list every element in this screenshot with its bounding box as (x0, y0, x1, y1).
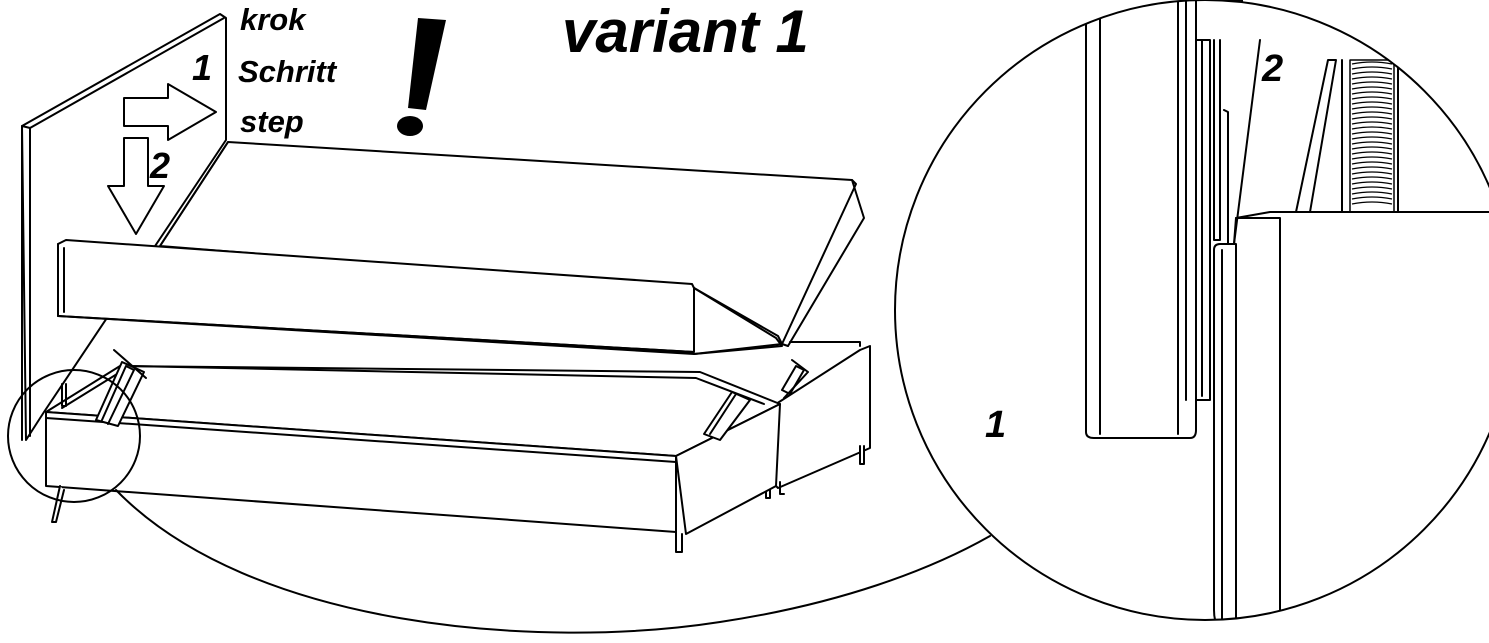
spring-coil-turn (1351, 86, 1393, 90)
spring-coil-turn (1351, 111, 1393, 115)
spring-coil-turn (1351, 141, 1393, 145)
step-label-de: Schritt (238, 54, 337, 89)
base-right (765, 341, 871, 499)
spring-coil-turn (1351, 171, 1393, 175)
spring-coil-turn (1351, 91, 1393, 95)
detail-connector (115, 489, 991, 634)
arrow-step2-left (107, 137, 165, 235)
step2-number-zoom: 2 (1262, 48, 1284, 90)
spring-coil-turn (1351, 106, 1393, 110)
spring-coil-turn (1351, 81, 1393, 85)
spring-coil-turn (1351, 76, 1393, 80)
arrow-step1-left (123, 83, 217, 141)
spring-coil-turn (1351, 96, 1393, 100)
spring-coil-turn (1351, 66, 1393, 70)
spring-coil-turn (1351, 191, 1393, 195)
lift-mechanism-right (781, 359, 809, 399)
exclamation-mark (397, 18, 446, 136)
spring-coil-turn (1351, 166, 1393, 170)
spring-coil-turn (1351, 151, 1393, 155)
spring-coil-turn (1351, 176, 1393, 180)
spring-coil-turn (1351, 71, 1393, 75)
step1-number-zoom: 1 (985, 404, 1007, 446)
spring-coil-turn (1351, 61, 1393, 65)
detail-circle-small (7, 369, 141, 503)
spring-coil-turn (1351, 161, 1393, 165)
spring-coil-turn (1351, 131, 1393, 135)
spring-coil-turn (1351, 201, 1393, 205)
spring-coil-turn (1351, 181, 1393, 185)
spring-coil-turn (1351, 136, 1393, 140)
step1-number-left: 1 (192, 47, 213, 88)
step-label-cs: krok (240, 2, 306, 37)
spring-coil-turn (1351, 146, 1393, 150)
step-label-en: step (240, 104, 304, 139)
zoom-detail (894, 0, 1489, 621)
spring-coil-turn (1351, 186, 1393, 190)
spring-coil-turn (1351, 116, 1393, 120)
diagram-title: variant 1 (562, 0, 809, 65)
spring-coil-turn (1351, 121, 1393, 125)
base-left (45, 365, 781, 553)
spring-coil-turn (1351, 196, 1393, 200)
step2-number-left: 2 (150, 145, 171, 186)
lift-mechanism-left (61, 349, 751, 441)
spring-coil-turn (1351, 126, 1393, 130)
spring-coil-turn (1351, 156, 1393, 160)
mattress-left-raised (57, 239, 783, 355)
spring-coil-turn (1351, 101, 1393, 105)
